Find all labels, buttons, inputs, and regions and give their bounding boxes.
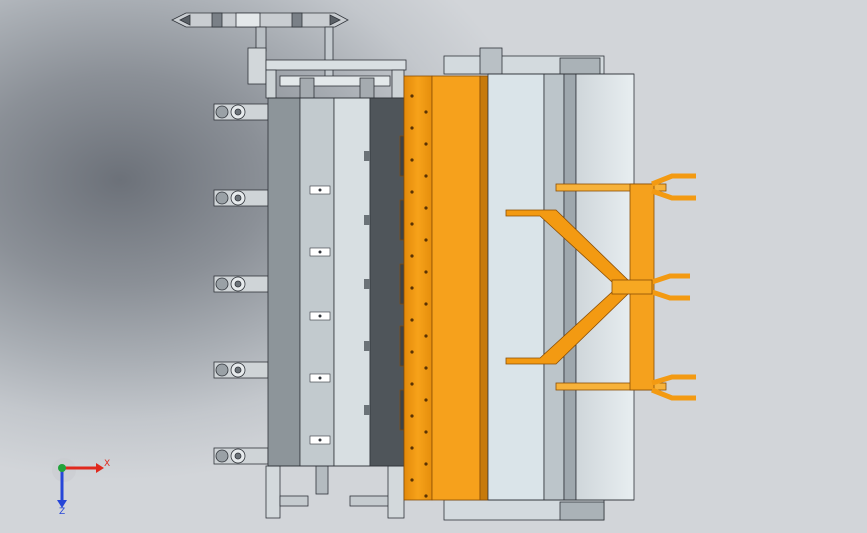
orange-blade-plates bbox=[403, 75, 489, 501]
plate-hole bbox=[424, 238, 428, 242]
plate-hole bbox=[410, 158, 414, 162]
right-drum bbox=[487, 73, 635, 501]
plate-hole bbox=[410, 94, 414, 98]
x-axis-label: X bbox=[104, 459, 110, 469]
plate-hole bbox=[424, 334, 428, 338]
axis-triad[interactable]: X Z bbox=[52, 458, 110, 517]
housing-slot bbox=[364, 405, 370, 415]
plate-hole bbox=[424, 462, 428, 466]
clamp-bolt-icon bbox=[215, 449, 229, 463]
plate-hole bbox=[410, 286, 414, 290]
plate-hole bbox=[410, 478, 414, 482]
z-axis-arrowhead bbox=[57, 500, 67, 508]
bottom-frame bbox=[265, 465, 605, 521]
clamp-bolt-icon bbox=[215, 363, 229, 377]
clamp-knob-center bbox=[234, 108, 242, 116]
clamp-bolt-icon bbox=[215, 105, 229, 119]
y-axis-dot bbox=[58, 464, 66, 472]
housing-tab-hole bbox=[318, 314, 322, 318]
clamp-knob-center bbox=[234, 194, 242, 202]
housing-slot bbox=[364, 279, 370, 289]
clamp-knob-center bbox=[234, 280, 242, 288]
plate-hole bbox=[410, 222, 414, 226]
plate-hole bbox=[410, 446, 414, 450]
plate-hole bbox=[424, 270, 428, 274]
plate-hole bbox=[424, 398, 428, 402]
clamp-knob-center bbox=[234, 366, 242, 374]
plate-hole bbox=[410, 126, 414, 130]
x-axis-arrowhead bbox=[96, 463, 104, 473]
plate-hole bbox=[410, 414, 414, 418]
plate-hole bbox=[424, 174, 428, 178]
plate-hole bbox=[410, 190, 414, 194]
top-handwheel[interactable] bbox=[171, 12, 349, 85]
plate-hole bbox=[410, 254, 414, 258]
clamp-bolt-icon bbox=[215, 191, 229, 205]
housing-tab-hole bbox=[318, 188, 322, 192]
left-clamp-handles[interactable] bbox=[213, 103, 269, 465]
housing-slot bbox=[364, 215, 370, 225]
plate-hole bbox=[424, 366, 428, 370]
top-drum-cover bbox=[443, 47, 605, 75]
plate-hole bbox=[424, 110, 428, 114]
clamp-knob-center bbox=[234, 452, 242, 460]
plate-hole bbox=[424, 302, 428, 306]
housing-slot bbox=[364, 151, 370, 161]
housing-slot bbox=[364, 341, 370, 351]
hitch-linkage[interactable] bbox=[505, 173, 696, 401]
clamp-bolt-icon bbox=[215, 277, 229, 291]
housing-tab-hole bbox=[318, 250, 322, 254]
z-axis-label: Z bbox=[59, 507, 65, 517]
plate-hole bbox=[424, 206, 428, 210]
plate-hole bbox=[424, 142, 428, 146]
top-frame bbox=[265, 59, 407, 99]
plate-hole bbox=[410, 382, 414, 386]
left-housing bbox=[267, 97, 405, 467]
housing-tab-hole bbox=[318, 376, 322, 380]
housing-tab-hole bbox=[318, 438, 322, 442]
plate-hole bbox=[424, 494, 428, 498]
orange-plate-holes bbox=[410, 94, 428, 498]
plate-hole bbox=[410, 350, 414, 354]
plate-hole bbox=[424, 430, 428, 434]
plate-hole bbox=[410, 318, 414, 322]
